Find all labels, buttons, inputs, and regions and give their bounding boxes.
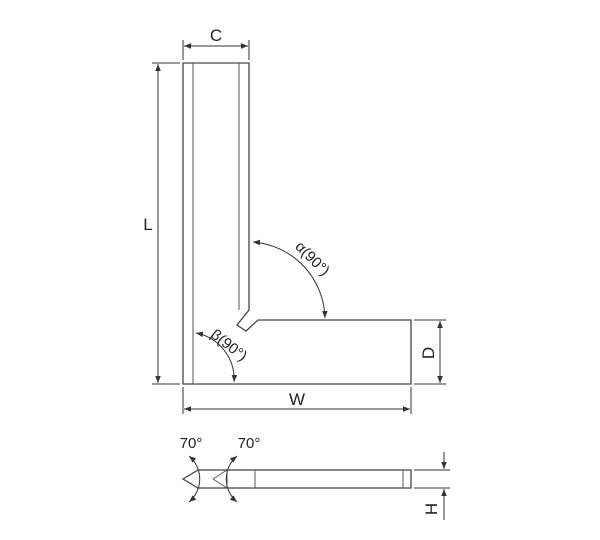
dimension-w: W <box>182 387 412 414</box>
side-view <box>181 469 412 489</box>
label-w: W <box>289 390 305 409</box>
angle-bevel-left: 70° <box>180 435 203 503</box>
dimension-d: D <box>414 319 446 385</box>
label-beta: β(90°) <box>207 326 250 365</box>
angle-bevel-right: 70° <box>225 435 261 503</box>
dimension-c: C <box>182 26 250 60</box>
dimension-h: H <box>414 452 450 520</box>
label-bevel-left: 70° <box>180 435 203 452</box>
label-bevel-right: 70° <box>238 435 261 452</box>
label-alpha: α(90°) <box>292 238 333 279</box>
angle-beta: β(90°) <box>195 326 250 383</box>
square-outline <box>182 62 412 385</box>
blade-inner-lines <box>192 63 240 384</box>
label-d: D <box>419 347 438 359</box>
label-h: H <box>422 503 441 515</box>
label-l: L <box>143 215 152 234</box>
label-c: C <box>210 26 222 45</box>
dimension-l: L <box>143 62 180 385</box>
angle-alpha: α(90°) <box>252 238 333 319</box>
